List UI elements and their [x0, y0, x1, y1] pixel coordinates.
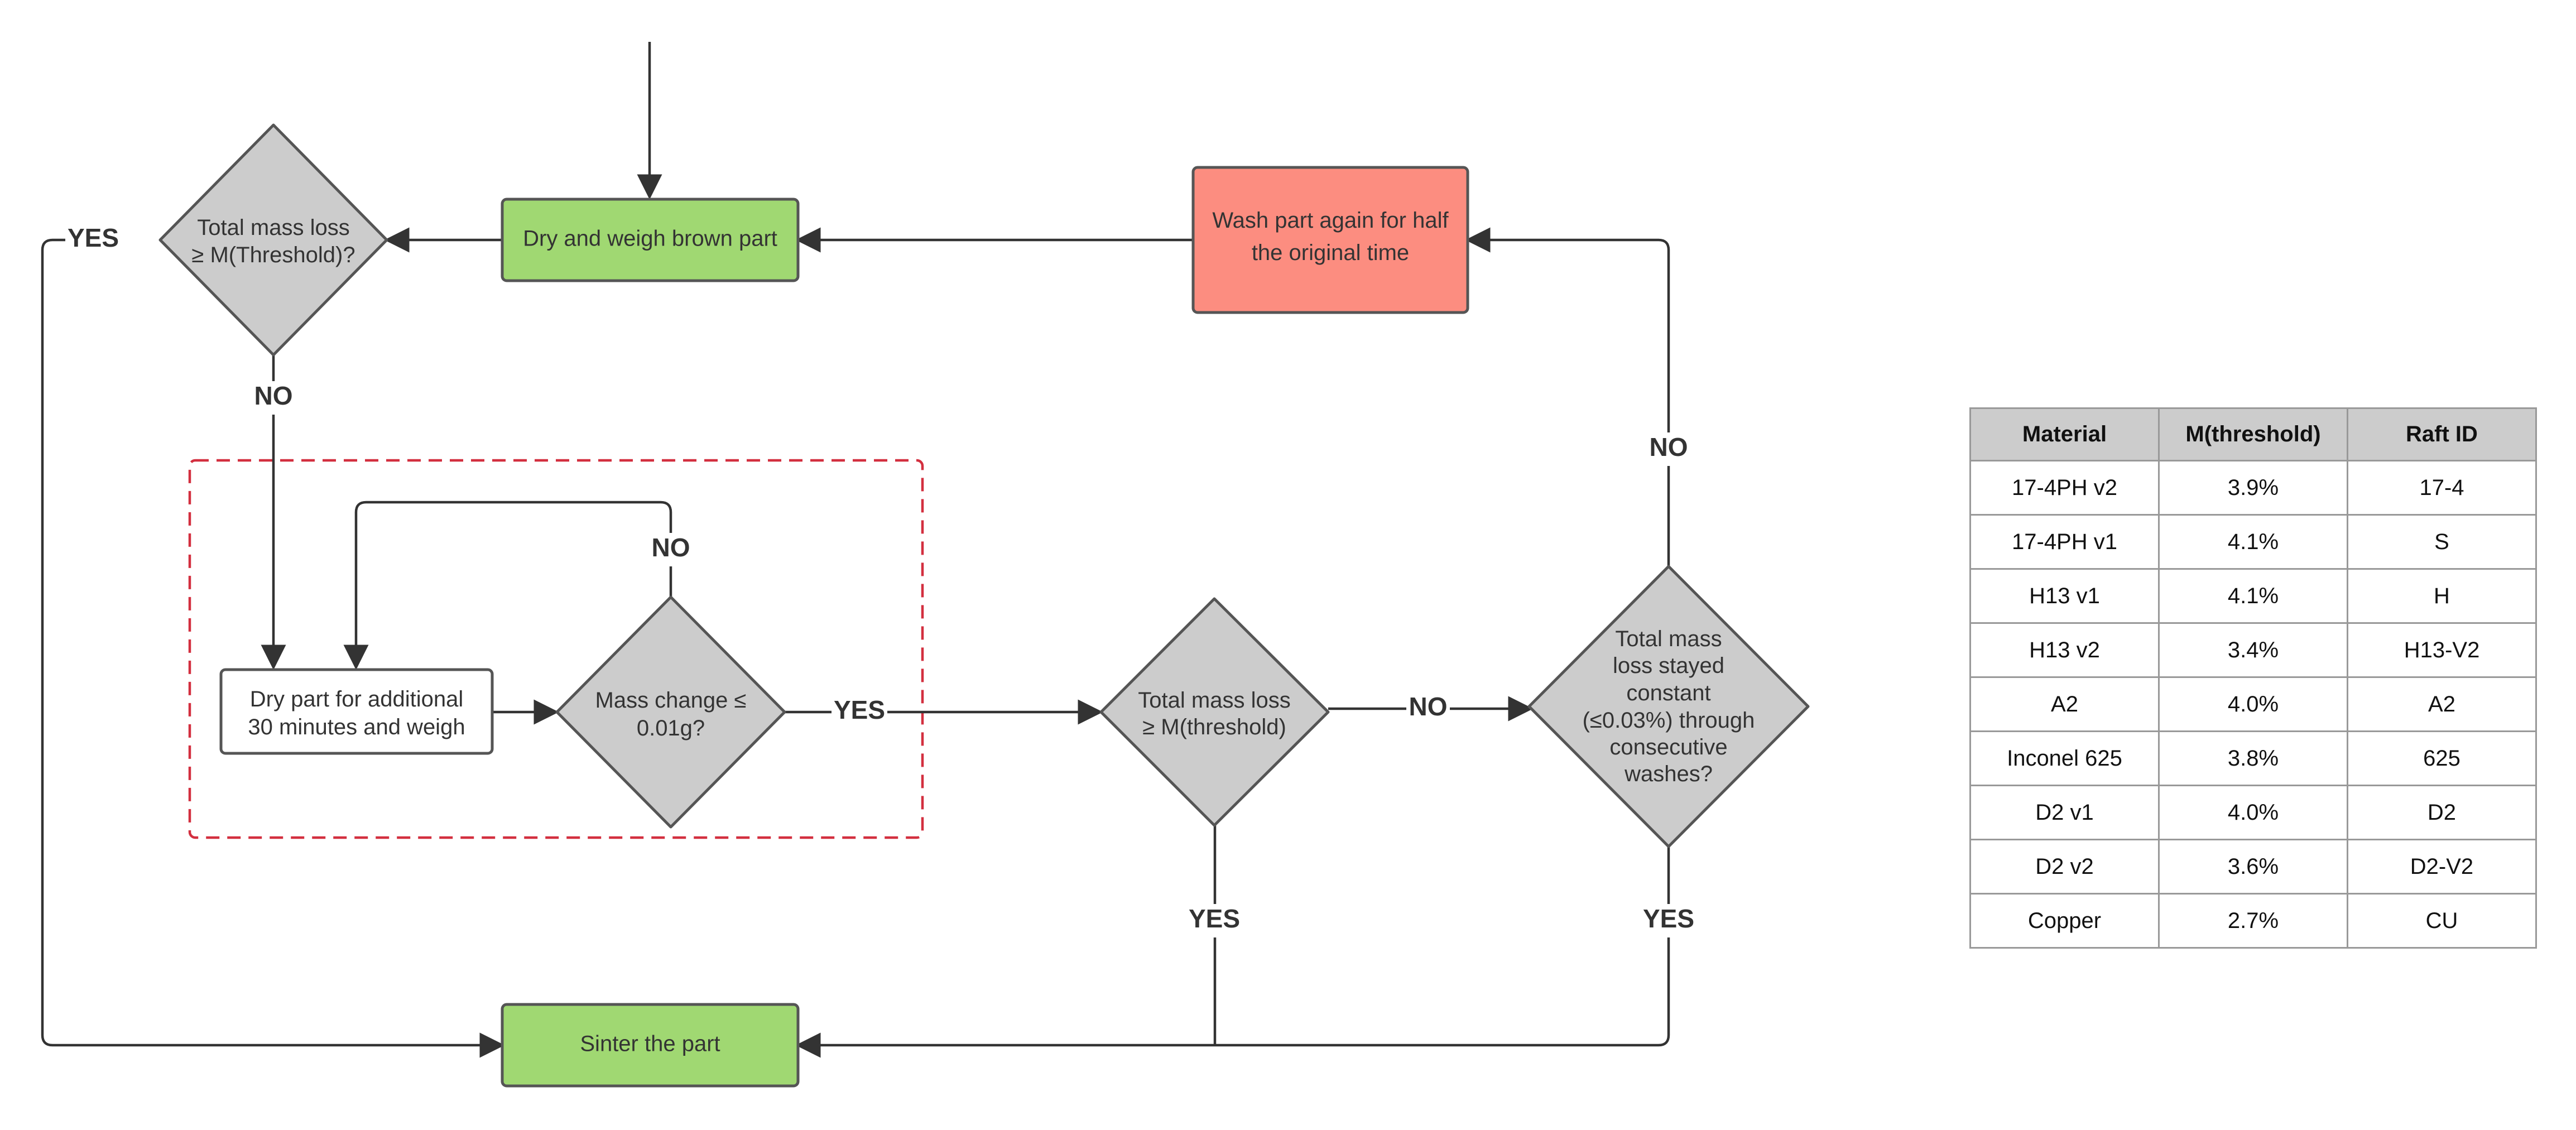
cell-material: Copper	[1969, 893, 2160, 949]
constant-line3: constant	[1626, 681, 1710, 705]
arrow-top-yes-to-sinter	[41, 238, 505, 1058]
decision-mid-line2: ≥ M(threshold)	[1142, 715, 1286, 739]
cell-raft-id: 625	[2347, 730, 2537, 786]
cell-threshold: 3.4%	[2158, 622, 2348, 678]
cell-raft-id: CU	[2347, 893, 2537, 949]
dry-weigh-brown-box	[501, 198, 800, 282]
mass-change-line2: 0.01g?	[637, 716, 705, 740]
cell-material: 17-4PH v1	[1969, 514, 2160, 570]
cell-threshold: 4.1%	[2158, 514, 2348, 570]
cell-raft-id: D2	[2347, 785, 2537, 840]
cell-raft-id: S	[2347, 514, 2537, 570]
header-material: Material	[1969, 407, 2160, 461]
cell-threshold: 3.6%	[2158, 839, 2348, 895]
decision-constant-loss	[1527, 565, 1810, 848]
sinter-box	[501, 1003, 800, 1088]
table-header-row: Material M(threshold) Raft ID	[1969, 407, 2537, 461]
cell-material: H13 v2	[1969, 622, 2160, 678]
top-yes-label: YES	[68, 223, 119, 252]
arrow-inner-no-loop	[343, 501, 672, 670]
sinter-label: Sinter the part	[580, 1032, 720, 1056]
cell-threshold: 4.0%	[2158, 785, 2348, 840]
constant-line4: (≤0.03%) through	[1583, 708, 1755, 733]
cell-raft-id: D2-V2	[2347, 839, 2537, 895]
cell-threshold: 3.8%	[2158, 730, 2348, 786]
arrow-constant-no-to-wash	[1465, 227, 1670, 566]
constant-yes-label: YES	[1643, 904, 1694, 933]
constant-line6: washes?	[1624, 762, 1713, 786]
cell-material: D2 v1	[1969, 785, 2160, 840]
inner-no-label: NO	[652, 533, 690, 562]
cell-raft-id: 17-4	[2347, 460, 2537, 516]
cell-threshold: 2.7%	[2158, 893, 2348, 949]
decision-top-line1: Total mass loss	[197, 215, 349, 240]
dry-additional-line2: 30 minutes and weigh	[248, 715, 465, 739]
cell-threshold: 4.1%	[2158, 568, 2348, 624]
decision-total-loss-top	[158, 123, 388, 357]
dry-additional-line1: Dry part for additional	[250, 687, 463, 711]
dashed-group-box	[188, 459, 924, 839]
wash-again-box	[1191, 166, 1469, 314]
constant-no-label: NO	[1650, 432, 1688, 461]
decision-mass-change	[555, 595, 786, 829]
top-no-label: NO	[254, 381, 293, 410]
cell-threshold: 4.0%	[2158, 676, 2348, 732]
constant-line5: consecutive	[1609, 735, 1727, 759]
mid-yes-label: YES	[1189, 904, 1240, 933]
constant-line2: loss stayed	[1613, 653, 1724, 678]
cell-raft-id: H	[2347, 568, 2537, 624]
header-raft-id: Raft ID	[2347, 407, 2537, 461]
cell-material: Inconel 625	[1969, 730, 2160, 786]
constant-line1: Total mass	[1615, 627, 1722, 651]
mass-change-line1: Mass change ≤	[595, 688, 747, 713]
mid-no-label: NO	[1409, 692, 1448, 721]
header-m-threshold: M(threshold)	[2158, 407, 2348, 461]
cell-material: 17-4PH v2	[1969, 460, 2160, 516]
inner-yes-label: YES	[834, 695, 885, 724]
cell-raft-id: H13-V2	[2347, 622, 2537, 678]
dry-weigh-brown-label: Dry and weigh brown part	[523, 227, 777, 251]
cell-material: A2	[1969, 676, 2160, 732]
decision-total-loss-mid	[1099, 597, 1330, 827]
decision-top-line2: ≥ M(Threshold)?	[191, 243, 355, 267]
wash-again-label-line2: the original time	[1252, 241, 1409, 265]
decision-mid-line1: Total mass loss	[1138, 688, 1290, 713]
wash-again-label-line1: Wash part again for half	[1212, 208, 1449, 233]
arrow-constant-yes-to-sinter	[795, 845, 1670, 1058]
dry-additional-box	[219, 668, 494, 755]
cell-raft-id: A2	[2347, 676, 2537, 732]
cell-threshold: 3.9%	[2158, 460, 2348, 516]
cell-material: H13 v1	[1969, 568, 2160, 624]
cell-material: D2 v2	[1969, 839, 2160, 895]
